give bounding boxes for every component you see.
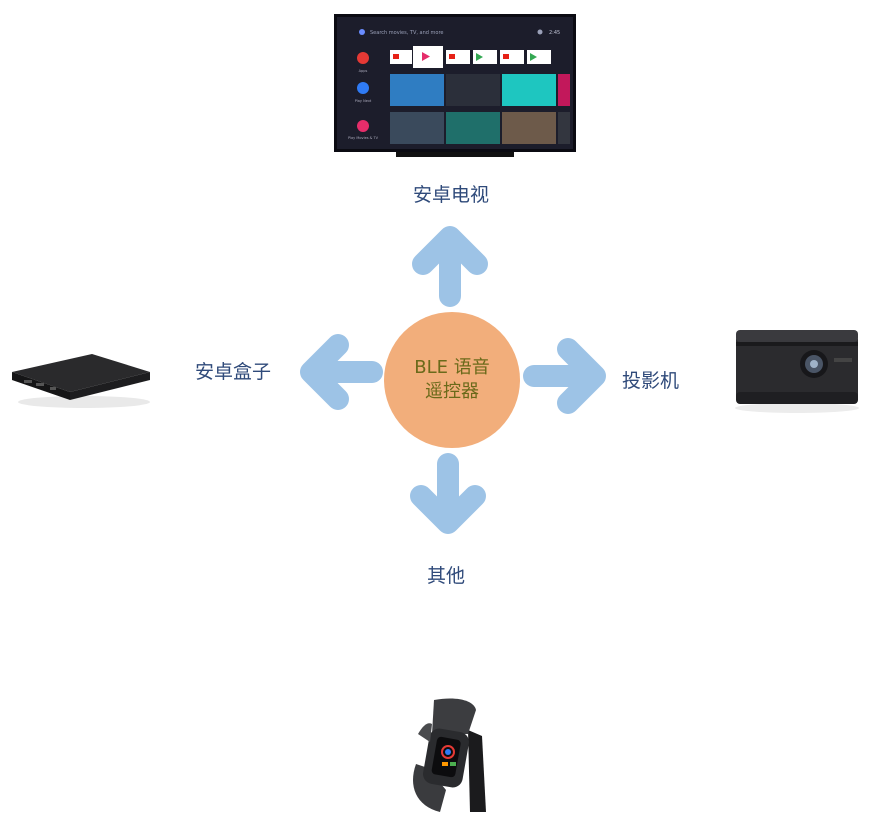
label-android-tv: 安卓电视 [413,184,490,206]
tv-sidebar-playnext: Play Next [355,99,372,103]
center-line1: BLE 语音 [414,357,490,378]
ble-voice-remote-node: BLE 语音 遥控器 [384,312,520,448]
tv-sidebar-apps: Apps [359,69,368,73]
projector-image [730,322,864,414]
arrow-left [298,334,384,410]
tv-time: 2:45 [549,30,560,36]
arrow-up [412,226,488,308]
tv-sidebar-movies: Play Movies & TV [348,136,379,140]
center-line2: 遥控器 [425,381,479,402]
android-tv-image: Search movies, TV, and more 2:45 Apps Pl… [334,14,576,160]
arrow-right [522,338,608,414]
tv-search-hint: Search movies, TV, and more [370,30,444,36]
android-box-image [8,336,154,410]
label-projector: 投影机 [622,370,680,392]
label-other: 其他 [427,565,466,587]
label-android-box: 安卓盒子 [195,361,272,383]
arrow-down [410,452,486,534]
smart-band-image [398,694,492,814]
